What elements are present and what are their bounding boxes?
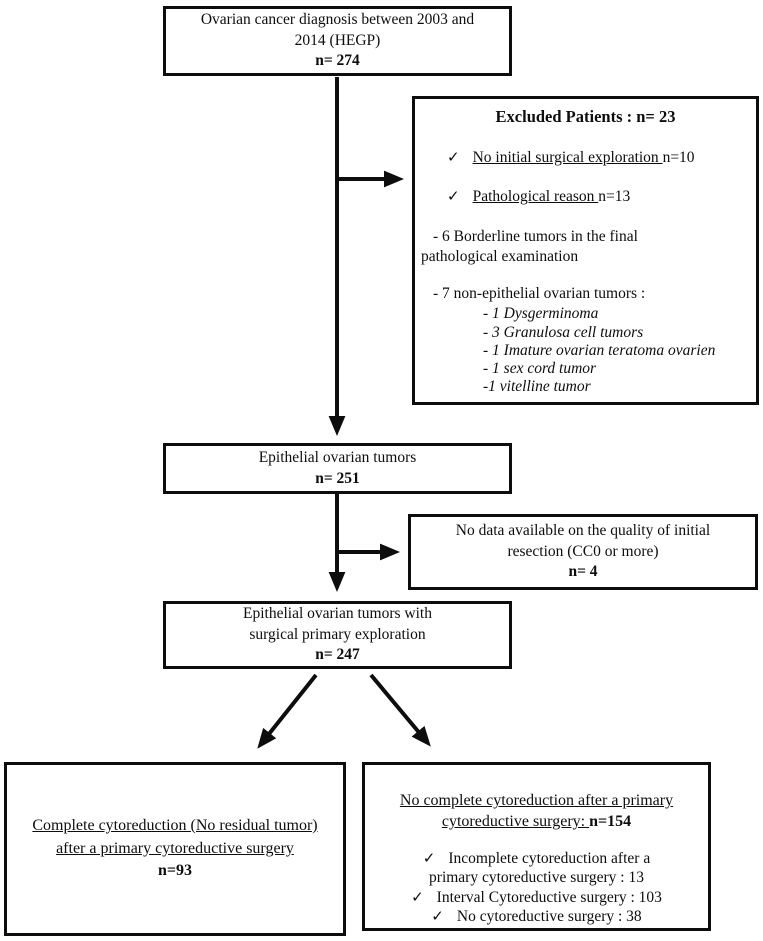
note-line: - 6 Borderline tumors in the final [433, 228, 638, 246]
no-complete-title: No complete cytoreduction after a primar… [365, 791, 708, 833]
ovarian-diagnosis-box: Ovarian cancer diagnosis between 2003 an… [163, 6, 512, 76]
box-text-line: Ovarian cancer diagnosis between 2003 an… [200, 11, 475, 29]
check-icon: ✓ [431, 909, 444, 926]
no-complete-cytoreduction-box: No complete cytoreduction after a primar… [362, 762, 711, 931]
borderline-note: - 6 Borderline tumors in the final patho… [421, 227, 750, 266]
excluded-item-n: n=10 [662, 148, 695, 166]
excluded-item: ✓ Pathological reason n=13 [447, 187, 750, 207]
non-epithelial-note: - 7 non-epithelial ovarian tumors : [433, 284, 646, 302]
note-line: pathological examination [421, 247, 579, 265]
box-text-line: No complete cytoreduction after a primar… [399, 792, 674, 809]
n-count: n= 4 [568, 563, 598, 581]
box-text-line: No data available on the quality of init… [455, 522, 711, 540]
excluded-item-label: Pathological reason [472, 188, 599, 206]
epithelial-tumors-box: Epithelial ovarian tumors n= 251 [163, 443, 512, 494]
tumor-list-item: - 1 Imature ovarian teratoma ovarien [483, 341, 716, 359]
check-icon: ✓ [422, 850, 436, 867]
n-count: n=154 [589, 812, 632, 830]
excluded-patients-box: Excluded Patients : n= 23 ✓ No initial su… [412, 96, 759, 405]
excluded-item: ✓ No initial surgical exploration n=10 [447, 148, 750, 168]
tumor-list-item: - 1 Dysgerminoma [483, 305, 599, 323]
arrow-surgical-to-complete [257, 673, 318, 749]
box-text-line: surgical primary exploration [249, 625, 426, 643]
no-data-box: No data available on the quality of init… [408, 514, 758, 590]
box-text-line: 2014 (HEGP) [294, 31, 381, 49]
check-icon: ✓ [447, 149, 460, 166]
n-count: n= 251 [315, 469, 360, 487]
n-count: n= 247 [315, 646, 360, 664]
box-text-line: resection (CC0 or more) [507, 542, 659, 560]
excluded-title: Excluded Patients : n= 23 [495, 107, 676, 126]
n-count: n= 274 [315, 52, 360, 70]
tumor-list-item: -1 vitelline tumor [483, 378, 591, 396]
check-line: ✓Interval Cytoreductive surgery : 103 [411, 888, 662, 906]
box-text-line: cytoreductive surgery: n=154 [441, 812, 632, 830]
box-text-line: after a primary cytoreductive surgery [56, 839, 294, 857]
check-line: primary cytoreductive surgery : 13 [429, 869, 644, 887]
tumor-list: - 1 Dysgerminoma - 3 Granulosa cell tumo… [483, 305, 750, 396]
check-icon: ✓ [411, 889, 424, 906]
surgical-exploration-box: Epithelial ovarian tumors with surgical … [163, 601, 512, 669]
tumor-list-item: - 1 sex cord tumor [483, 360, 597, 378]
arrow-surgical-to-nocomplete [369, 673, 431, 747]
excluded-item-label: No initial surgical exploration [472, 148, 663, 166]
check-icon: ✓ [447, 189, 460, 206]
tumor-list-item: - 3 Granulosa cell tumors [483, 323, 644, 341]
excluded-item-n: n=13 [598, 188, 631, 206]
box-text-line: Epithelial ovarian tumors with [243, 605, 432, 623]
no-complete-items: ✓Incomplete cytoreduction after a primar… [365, 849, 708, 928]
check-line: ✓Incomplete cytoreduction after a [422, 849, 651, 867]
box-text-line: Complete cytoreduction (No residual tumo… [32, 816, 318, 834]
complete-cytoreduction-box: Complete cytoreduction (No residual tumo… [4, 762, 346, 936]
check-line: ✓No cytoreductive surgery : 38 [431, 908, 642, 926]
n-count: n=93 [157, 862, 192, 880]
box-text-line: Epithelial ovarian tumors [258, 449, 417, 467]
